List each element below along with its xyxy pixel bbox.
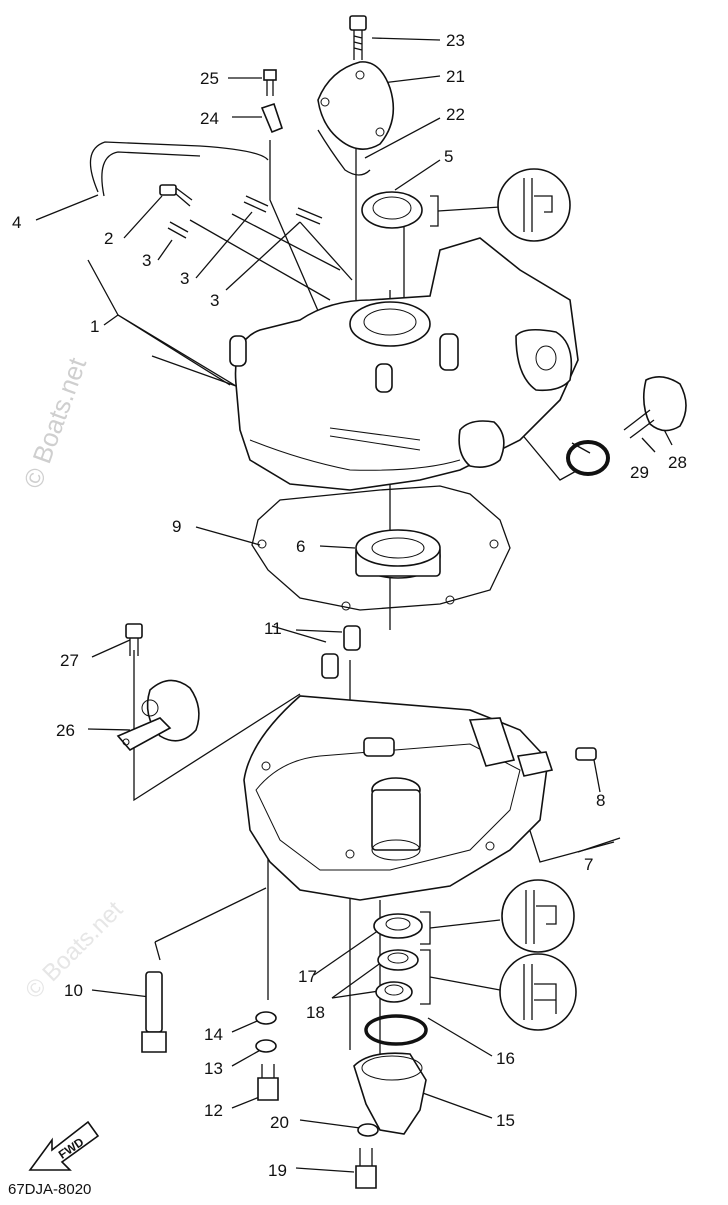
- callout-11: 11: [264, 619, 282, 638]
- detail-insets: [497, 168, 577, 1031]
- callout-27: 27: [60, 651, 79, 670]
- part-code: 67DJA-8020: [8, 1181, 91, 1198]
- callout-15: 15: [496, 1111, 515, 1130]
- callout-28: 28: [668, 453, 687, 472]
- callout-22: 22: [446, 105, 465, 124]
- callout-14: 14: [204, 1025, 223, 1044]
- callout-12: 12: [204, 1101, 223, 1120]
- callout-21: 21: [446, 67, 465, 86]
- callout-5: 5: [444, 147, 453, 166]
- callout-3b: 3: [180, 269, 189, 288]
- watermark-main: © Boats.net: [17, 353, 92, 492]
- callout-1: 1: [90, 317, 99, 336]
- fwd-arrow-icon: FWD: [28, 1120, 100, 1171]
- callout-25: 25: [200, 69, 219, 88]
- callout-17: 17: [298, 967, 317, 986]
- callout-9: 9: [172, 517, 181, 536]
- callout-13: 13: [204, 1059, 223, 1078]
- callout-7: 7: [584, 855, 593, 874]
- leader-lines: [35, 37, 673, 1173]
- callout-23: 23: [446, 31, 465, 50]
- callout-20: 20: [270, 1113, 289, 1132]
- upper-parts: [89, 15, 687, 752]
- callout-4: 4: [12, 213, 21, 232]
- callout-26: 26: [56, 721, 75, 740]
- lower-parts: [141, 695, 597, 1189]
- callout-3a: 3: [142, 251, 151, 270]
- callout-19: 19: [268, 1161, 287, 1180]
- callout-18: 18: [306, 1003, 325, 1022]
- callout-3c: 3: [210, 291, 219, 310]
- callout-29: 29: [630, 463, 649, 482]
- callout-10: 10: [64, 981, 83, 1000]
- callout-labels: 23 21 22 5 25 24 4 2 3 3 3 1 28 29 9 6 1…: [12, 31, 687, 1180]
- callout-16: 16: [496, 1049, 515, 1068]
- callout-24: 24: [200, 109, 219, 128]
- callout-6: 6: [296, 537, 305, 556]
- callout-2: 2: [104, 229, 113, 248]
- callout-8: 8: [596, 791, 605, 810]
